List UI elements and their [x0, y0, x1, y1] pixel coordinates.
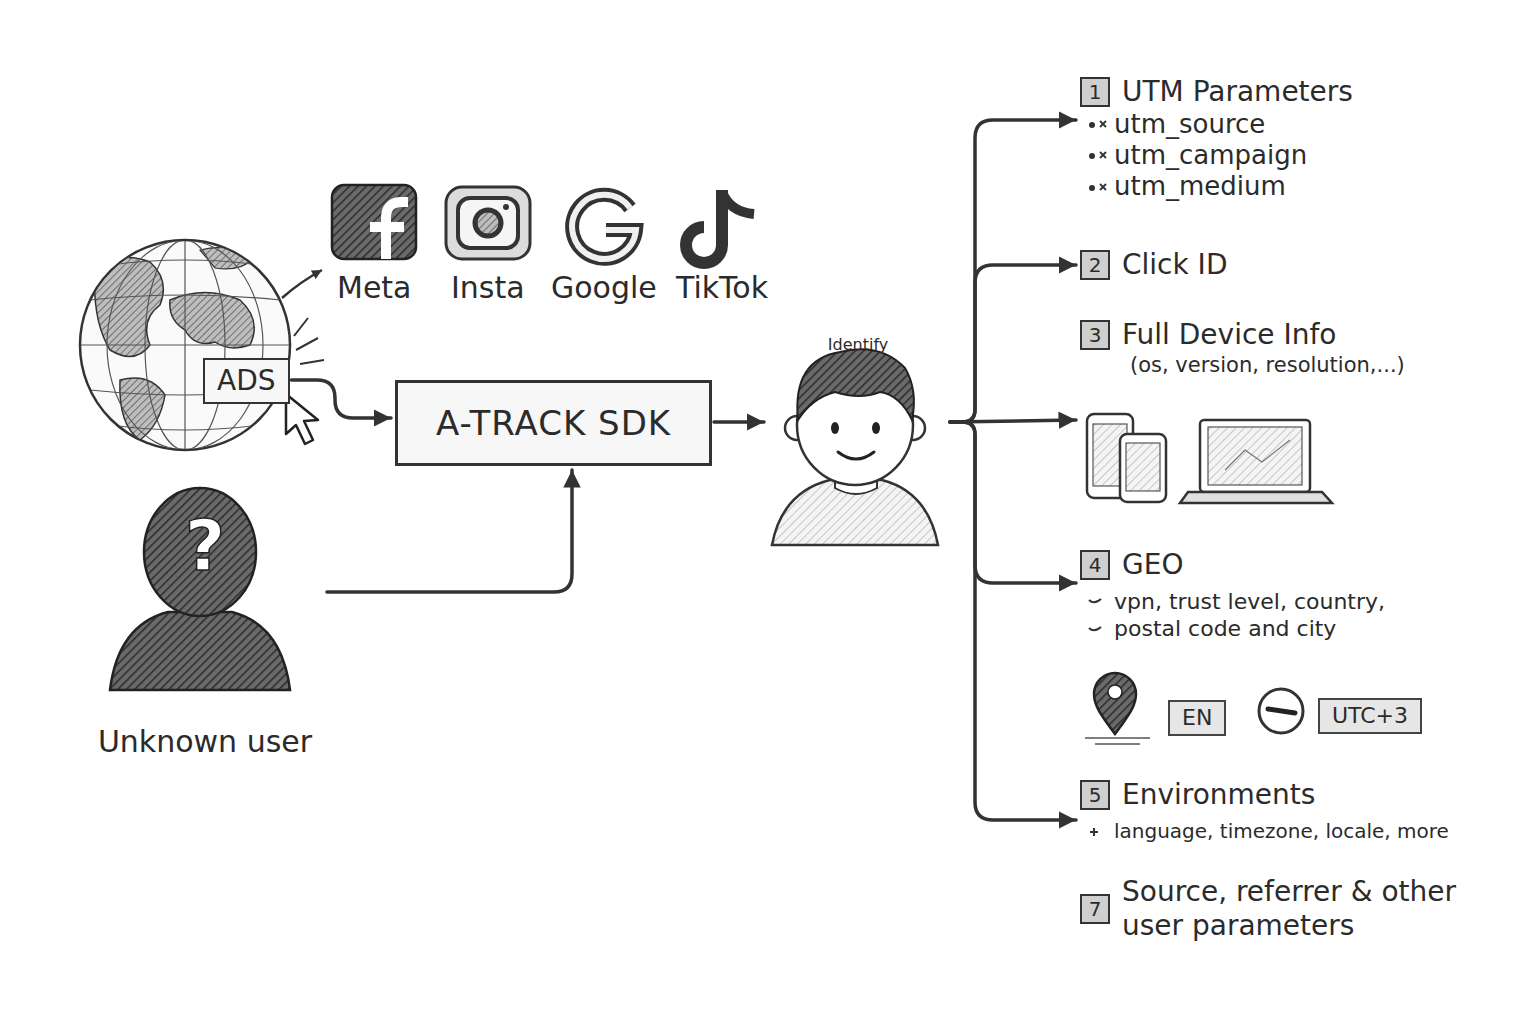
- callout-number: 7: [1080, 894, 1110, 924]
- feature-item: 2 Click ID: [1080, 248, 1227, 282]
- item-heading-row: 4 GEO: [1080, 548, 1385, 582]
- feature-item: 1 UTM Parametersutm_sourceutm_campaignutm…: [1080, 75, 1353, 202]
- node-label: UTC+3: [1332, 703, 1408, 729]
- connector-arrow: [950, 120, 1076, 422]
- node-label: Identify: [828, 335, 888, 354]
- callout-number: 2: [1080, 250, 1110, 280]
- google-logo: [572, 195, 636, 259]
- item-heading-row: 1 UTM Parameters: [1080, 75, 1353, 109]
- bullet-mark: [1086, 821, 1114, 841]
- language-tag: EN: [1168, 700, 1226, 736]
- item-detail: utm_source: [1114, 109, 1265, 140]
- timezone-tag: UTC+3: [1318, 698, 1422, 734]
- callout-number: 1: [1080, 77, 1110, 107]
- ads-box: ADS: [203, 358, 290, 404]
- insta-logo: [446, 187, 530, 259]
- item-line: (os, version, resolution,...): [1086, 352, 1405, 379]
- feature-item: 3 Full Device Info(os, version, resolutio…: [1080, 318, 1405, 508]
- item-line: vpn, trust level, country,: [1086, 588, 1385, 616]
- minus-circle: [1259, 689, 1303, 733]
- bullet-mark: [1086, 114, 1114, 134]
- callout-number: 4: [1080, 550, 1110, 580]
- callout-number: 5: [1080, 780, 1110, 810]
- bullet-mark: [1086, 591, 1114, 611]
- cursor: [286, 394, 318, 444]
- figure-mark: ?: [185, 508, 226, 585]
- item-heading: Source, referrer & other user parameters: [1122, 875, 1502, 942]
- bullet-mark: [1086, 619, 1114, 639]
- map-pin: [1085, 673, 1150, 744]
- logo-label: Insta: [451, 270, 525, 306]
- unknown-user-figure: [110, 488, 290, 690]
- logo-label: Meta: [337, 270, 412, 306]
- item-detail: vpn, trust level, country,: [1114, 588, 1385, 616]
- device-icons: [1087, 414, 1332, 503]
- connector-arrow: [950, 422, 1076, 583]
- meta-logo: [332, 185, 416, 259]
- item-line: utm_campaign: [1086, 140, 1353, 171]
- bullet-mark: [1086, 145, 1114, 165]
- sdk-box: A-TRACK SDK: [395, 380, 712, 466]
- feature-item: 5 Environments language, timezone, locale,…: [1080, 778, 1449, 844]
- identified-user-figure: [772, 349, 938, 545]
- item-detail: language, timezone, locale, more: [1114, 818, 1449, 844]
- feature-item: 4 GEO vpn, trust level, country,postal cod…: [1080, 548, 1385, 743]
- callout-number: 3: [1080, 320, 1110, 350]
- node-label: EN: [1182, 705, 1212, 731]
- globe: [80, 240, 324, 450]
- logo-label: Google: [551, 270, 657, 306]
- connector-arrow: [950, 265, 1076, 422]
- unknown-user: ? Unknown user: [85, 490, 325, 760]
- item-line: utm_medium: [1086, 171, 1353, 202]
- connector-arrow: [950, 422, 1076, 820]
- item-detail: utm_campaign: [1114, 140, 1307, 171]
- item-detail: (os, version, resolution,...): [1130, 352, 1405, 379]
- logo-label: TikTok: [676, 270, 768, 306]
- feature-item: 7 Source, referrer & other user parameter…: [1080, 875, 1502, 942]
- item-heading-row: 7 Source, referrer & other user parameter…: [1080, 875, 1502, 942]
- item-line: postal code and city: [1086, 615, 1385, 643]
- bullet-mark: [1086, 177, 1114, 197]
- item-heading: Environments: [1122, 778, 1315, 812]
- item-detail: postal code and city: [1114, 615, 1336, 643]
- item-heading: GEO: [1122, 548, 1183, 582]
- node-label: Unknown user: [98, 724, 312, 760]
- item-heading: UTM Parameters: [1122, 75, 1353, 109]
- node-label: A-TRACK SDK: [436, 403, 671, 443]
- item-heading: Click ID: [1122, 248, 1227, 282]
- identify-user: Identify: [768, 335, 948, 615]
- connector-arrow: [292, 380, 392, 418]
- tiktok-logo: [686, 190, 754, 263]
- connector-arrow: [327, 470, 572, 592]
- connector-arrow: [714, 420, 764, 424]
- item-line: utm_source: [1086, 109, 1353, 140]
- item-line: language, timezone, locale, more: [1086, 818, 1449, 844]
- item-heading: Full Device Info: [1122, 318, 1336, 352]
- node-label: ADS: [217, 364, 276, 398]
- item-detail: utm_medium: [1114, 171, 1286, 202]
- item-heading-row: 2 Click ID: [1080, 248, 1227, 282]
- item-heading-row: 5 Environments: [1080, 778, 1449, 812]
- item-heading-row: 3 Full Device Info: [1080, 318, 1405, 352]
